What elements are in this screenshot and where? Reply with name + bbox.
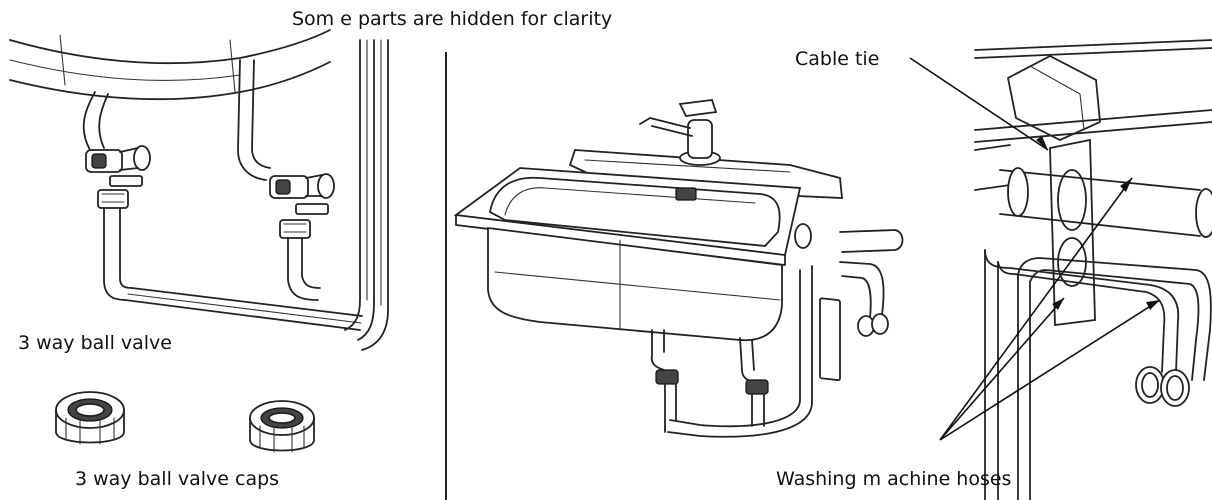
cable-tie-arrow — [909, 57, 1049, 151]
caption-hidden-parts: Som e parts are hidden for clarity — [292, 8, 613, 30]
valve-cap-right — [249, 400, 315, 453]
cable-tie-label: Cable tie — [795, 48, 880, 70]
valve-cap-left — [55, 391, 125, 445]
ball-valve-label: 3 way ball valve — [18, 332, 172, 354]
washing-machine-hoses-label: Washing m achine hoses — [776, 468, 1012, 490]
hose-arrows — [939, 177, 1161, 441]
ball-valve-left — [85, 145, 151, 209]
ball-valve-right — [269, 173, 335, 239]
hose-closeup — [974, 39, 1212, 500]
ball-valve-caps-label: 3 way ball valve caps — [75, 468, 280, 490]
sink-assembly — [453, 99, 904, 438]
faucet — [639, 99, 721, 166]
left-valve-detail — [9, 29, 389, 351]
